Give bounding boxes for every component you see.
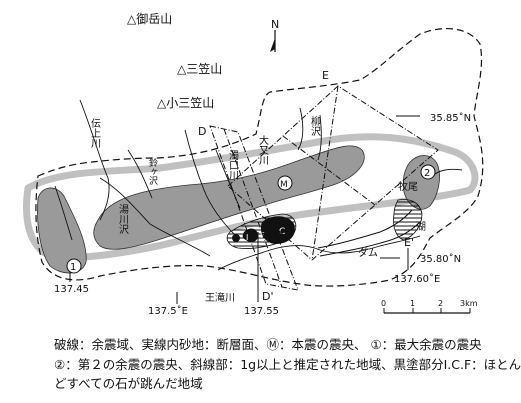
legend-line-2: ②：第２の余震の震央、斜線部：1g以上と推定された地域、黒塗部分I.C.F：ほと… (54, 357, 521, 372)
profile-box-e (227, 85, 439, 261)
rivers (54, 99, 463, 271)
profile-label-e-prime: E' (404, 236, 414, 249)
profile-box-d (209, 125, 299, 291)
symbol-I: I (246, 233, 248, 242)
lat-north-label: 35.85˚N (430, 112, 471, 124)
legend-line-3: どすべての石が跳んだ地域 (54, 376, 203, 391)
mountain-ontake-label: △御岳山 (127, 11, 172, 26)
mainshock-epicenter: M (277, 175, 293, 191)
scale-tick-3: 3km (460, 299, 478, 308)
scale-tick-1: 1 (410, 299, 415, 308)
label-dengami: 伝上川 (89, 118, 101, 148)
hatched-region-east (393, 199, 423, 241)
profile-label-d-prime: D' (262, 290, 274, 303)
label-kogawa: 湖 (416, 221, 426, 233)
profile-label-d: D (198, 125, 206, 138)
reservoir (317, 209, 421, 257)
mountain-mikasa-label: △三笠山 (177, 61, 222, 76)
symbol-1: 1 (70, 262, 76, 273)
label-makio: 牧尾 (398, 180, 418, 193)
lon-label-1: 137.45 (54, 284, 89, 295)
aftershock-dashed-boundary (35, 27, 484, 287)
scale-tick-0: 0 (381, 299, 386, 308)
label-dam: ダム (358, 246, 378, 259)
epicenter-map: △御岳山 △三笠山 △小三笠山 N I C F (23, 11, 484, 317)
symbol-F: F (260, 231, 265, 240)
second-aftershock-epicenter: 2 (420, 164, 436, 180)
map-figure: △御岳山 △三笠山 △小三笠山 N I C F (23, 11, 521, 391)
symbol-C: C (279, 227, 285, 237)
label-ohmata: 大又川 (257, 134, 269, 165)
mountain-komikasa-label: △小三笠山 (157, 95, 214, 110)
label-oodaki: 王滝川 (205, 292, 235, 304)
label-yanagisawa: 柳沢 (309, 115, 321, 137)
fault-surface-main (93, 145, 365, 250)
largest-aftershock-epicenter: 1 (66, 258, 82, 274)
aftershock-band (23, 133, 479, 262)
profile-label-e: E (322, 69, 329, 82)
legend-line-1: 破線：余震域、実線内砂地：断層面、Ⓜ：本震の震央、 ①：最大余震の震央 (54, 337, 482, 352)
scale-bar: 0 1 2 3km (381, 299, 478, 314)
black-region-icf: I C F (232, 216, 295, 244)
scale-tick-2: 2 (438, 299, 443, 308)
lon-label-3: 137.55 (244, 306, 279, 317)
label-seikochi: 濁口川 (227, 150, 239, 180)
symbol-M: M (280, 180, 288, 190)
label-yuzawa: 湯川沢 (117, 203, 129, 235)
graticule (69, 115, 420, 304)
fault-surface-west (37, 187, 87, 274)
label-suzugasawa: 鈴ヶ沢 (147, 157, 158, 186)
lon-east-label: 137.60˚E (394, 273, 440, 285)
symbol-2: 2 (424, 168, 430, 179)
lon-label-2: 137.5˚E (148, 305, 188, 317)
lat-south-label: 35.80˚N (420, 253, 461, 265)
north-arrow: N (270, 18, 279, 52)
north-label: N (271, 18, 279, 31)
